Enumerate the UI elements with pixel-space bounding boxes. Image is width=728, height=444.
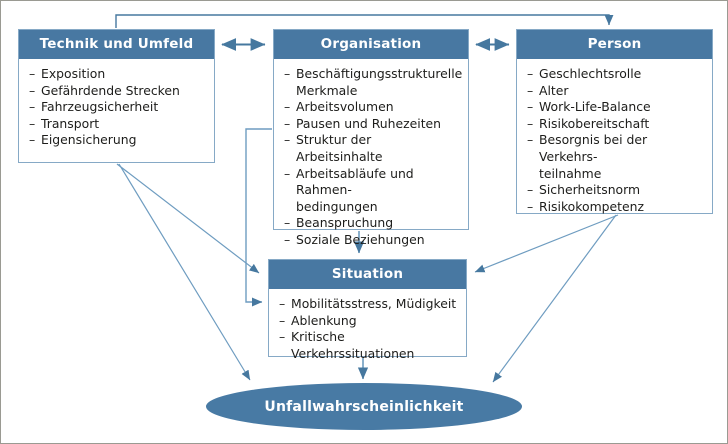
connector-person-situation <box>474 214 619 273</box>
list-item: Transport <box>29 116 206 133</box>
box-technik-body: Exposition Gefährdende Strecken Fahrzeug… <box>19 59 214 155</box>
box-organisation-title: Organisation <box>274 30 468 59</box>
connector-technik-situation <box>116 163 260 274</box>
list-item: Kritische Verkehrssituationen <box>279 329 458 362</box>
box-situation: Situation Mobilitätsstress, Müdigkeit Ab… <box>268 259 467 361</box>
outcome-ellipse-unfallwahrscheinlichkeit: Unfallwahrscheinlichkeit <box>206 383 522 430</box>
box-organisation-body: Beschäftigungsstrukturelle Merkmale Arbe… <box>274 59 468 255</box>
box-technik-und-umfeld: Technik und Umfeld Exposition Gefährdend… <box>18 29 215 163</box>
box-situation-title: Situation <box>269 260 466 289</box>
list-item: Beschäftigungsstrukturelle Merkmale <box>284 66 462 99</box>
list-item: Risikobereitschaft <box>527 116 704 133</box>
list-item: Geschlechtsrolle <box>527 66 704 83</box>
list-item: Fahrzeugsicherheit <box>29 99 206 116</box>
list-item: Exposition <box>29 66 206 83</box>
list-item: Eigensicherung <box>29 132 206 149</box>
list-item: Beanspruchung <box>284 215 460 232</box>
list-item: Pausen und Ruhezeiten <box>284 116 460 133</box>
connector-person-outcome <box>492 214 617 383</box>
person-item-list: Geschlechtsrolle Alter Work-Life-Balance… <box>527 66 704 215</box>
list-item: Struktur der Arbeitsinhalte <box>284 132 460 165</box>
list-item: Arbeitsabläufe und Rahmen- bedingungen <box>284 166 460 216</box>
technik-item-list: Exposition Gefährdende Strecken Fahrzeug… <box>29 66 206 149</box>
list-item: Alter <box>527 83 704 100</box>
box-situation-body: Mobilitätsstress, Müdigkeit Ablenkung Kr… <box>269 289 466 368</box>
list-item: Besorgnis bei der Verkehrs- teilnahme <box>527 132 704 182</box>
list-item: Mobilitätsstress, Müdigkeit <box>279 296 458 313</box>
connector-technik-outcome <box>118 163 251 381</box>
box-person: Person Geschlechtsrolle Alter Work-Life-… <box>516 29 713 215</box>
list-item: Arbeitsvolumen <box>284 99 460 116</box>
list-item: Gefährdende Strecken <box>29 83 206 100</box>
organisation-item-list: Beschäftigungsstrukturelle Merkmale Arbe… <box>284 66 462 249</box>
list-item: Risikokompetenz <box>527 199 704 216</box>
box-person-title: Person <box>517 30 712 59</box>
box-organisation: Organisation Beschäftigungsstrukturelle … <box>273 29 469 248</box>
box-technik-title: Technik und Umfeld <box>19 30 214 59</box>
list-item: Soziale Beziehungen <box>284 232 460 249</box>
list-item: Work-Life-Balance <box>527 99 704 116</box>
list-item: Sicherheitsnorm <box>527 182 704 199</box>
connector-technik-person-top <box>115 14 614 28</box>
situation-item-list: Mobilitätsstress, Müdigkeit Ablenkung Kr… <box>279 296 458 362</box>
list-item: Ablenkung <box>279 313 458 330</box>
box-person-body: Geschlechtsrolle Alter Work-Life-Balance… <box>517 59 712 221</box>
